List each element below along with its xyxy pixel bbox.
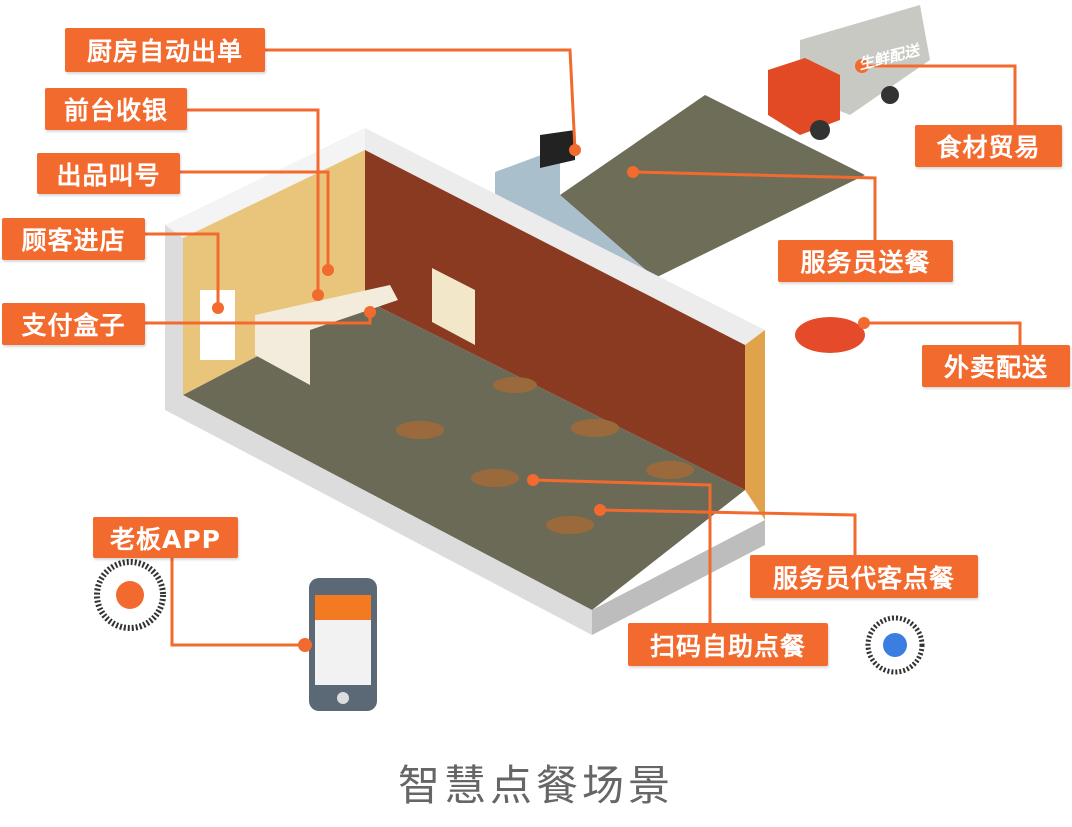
label-waiter-serve: 服务员送餐 xyxy=(778,240,953,282)
outer-wall-top-right xyxy=(365,128,765,345)
phone-app-mockup xyxy=(309,578,377,711)
truck-cab xyxy=(768,58,840,135)
outer-wall-top-left xyxy=(165,128,365,238)
label-order-call: 出品叫号 xyxy=(37,153,180,194)
qr-code-left xyxy=(94,559,166,631)
label-customer-enter: 顾客进店 xyxy=(2,218,145,260)
front-counter xyxy=(255,285,398,385)
label-food-trade: 食材贸易 xyxy=(915,125,1062,167)
kitchen-monitor xyxy=(540,130,575,168)
dining-tables xyxy=(396,377,694,534)
back-wall xyxy=(365,150,745,490)
leader-dots xyxy=(212,59,870,652)
leader-lines xyxy=(145,48,1022,647)
floor-edge-right xyxy=(592,520,765,635)
delivery-scooter xyxy=(795,317,865,353)
label-waiter-order: 服务员代客点餐 xyxy=(750,555,978,598)
label-kitchen-print: 厨房自动出单 xyxy=(65,28,265,72)
floor-edge-left xyxy=(165,225,592,635)
kitchen-floor xyxy=(560,95,865,278)
qr-code-right xyxy=(865,615,925,675)
label-payment-box: 支付盒子 xyxy=(2,303,145,345)
label-boss-app: 老板APP xyxy=(93,517,238,558)
floor xyxy=(183,300,745,610)
label-front-cashier: 前台收银 xyxy=(45,88,187,130)
label-delivery: 外卖配送 xyxy=(922,345,1070,387)
label-scan-order: 扫码自助点餐 xyxy=(628,623,828,666)
kitchen-door xyxy=(432,268,475,345)
wall-edge-right xyxy=(745,330,765,520)
scene-caption: 智慧点餐场景 xyxy=(397,761,674,810)
